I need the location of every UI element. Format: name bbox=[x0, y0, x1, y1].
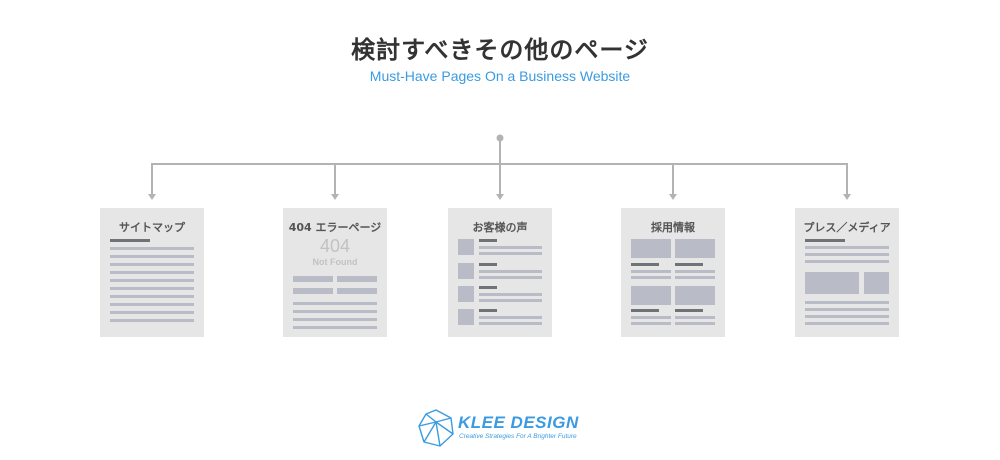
page-subtitle: Must-Have Pages On a Business Website bbox=[369, 68, 631, 84]
line-placeholder bbox=[479, 252, 542, 255]
page-card-recruitment: 採用情報 bbox=[621, 208, 725, 337]
line-placeholder bbox=[805, 260, 889, 263]
line-placeholder bbox=[293, 302, 377, 305]
heading-placeholder bbox=[479, 263, 497, 266]
heading-placeholder bbox=[479, 309, 497, 312]
line-placeholder bbox=[293, 310, 377, 313]
image-placeholder bbox=[675, 239, 715, 258]
heading-placeholder bbox=[631, 309, 659, 312]
error-status: Not Found bbox=[312, 257, 358, 267]
line-placeholder bbox=[110, 247, 194, 250]
line-placeholder bbox=[675, 276, 715, 279]
line-placeholder bbox=[631, 276, 671, 279]
line-placeholder bbox=[805, 246, 889, 249]
line-placeholder bbox=[805, 253, 889, 256]
line-placeholder bbox=[110, 303, 194, 306]
card-title: お客様の声 bbox=[472, 221, 528, 234]
arrow-down-icon bbox=[148, 194, 156, 200]
line-placeholder bbox=[805, 315, 889, 318]
card-title: 採用情報 bbox=[651, 221, 695, 234]
line-placeholder bbox=[479, 316, 542, 319]
line-placeholder bbox=[631, 316, 671, 319]
line-placeholder bbox=[805, 308, 889, 311]
page-title: 検討すべきその他のページ bbox=[351, 36, 649, 64]
block-placeholder bbox=[293, 288, 333, 294]
image-placeholder bbox=[631, 286, 671, 305]
line-placeholder bbox=[479, 299, 542, 302]
avatar-placeholder bbox=[458, 239, 474, 255]
arrow-down-icon bbox=[496, 194, 504, 200]
line-placeholder bbox=[631, 270, 671, 273]
card-title: プレス／メディア bbox=[803, 221, 891, 234]
heading-placeholder bbox=[479, 239, 497, 242]
heading-placeholder bbox=[110, 239, 150, 242]
image-placeholder bbox=[864, 272, 889, 294]
avatar-placeholder bbox=[458, 263, 474, 279]
arrow-down-icon bbox=[843, 194, 851, 200]
line-placeholder bbox=[110, 319, 194, 322]
block-placeholder bbox=[293, 276, 333, 282]
heading-placeholder bbox=[675, 309, 703, 312]
line-placeholder bbox=[479, 270, 542, 273]
image-placeholder bbox=[675, 286, 715, 305]
error-code: 404 bbox=[319, 236, 351, 256]
block-placeholder bbox=[337, 288, 377, 294]
arrow-down-icon bbox=[669, 194, 677, 200]
image-placeholder bbox=[631, 239, 671, 258]
line-placeholder bbox=[675, 316, 715, 319]
line-placeholder bbox=[110, 255, 194, 258]
image-placeholder bbox=[805, 272, 859, 294]
page-card-sitemap: サイトマップ bbox=[100, 208, 204, 337]
line-placeholder bbox=[675, 322, 715, 325]
heading-placeholder bbox=[805, 239, 845, 242]
block-placeholder bbox=[337, 276, 377, 282]
logo-name: KLEE DESIGN bbox=[458, 413, 579, 432]
line-placeholder bbox=[631, 322, 671, 325]
logo-tagline: Creative Strategies For A Brighter Futur… bbox=[459, 433, 577, 440]
avatar-placeholder bbox=[458, 309, 474, 325]
klee-design-logo-icon bbox=[418, 409, 454, 447]
line-placeholder bbox=[479, 246, 542, 249]
arrow-down-icon bbox=[331, 194, 339, 200]
page-card-404: 404 エラーページ 404 Not Found bbox=[283, 208, 387, 337]
line-placeholder bbox=[479, 293, 542, 296]
line-placeholder bbox=[110, 311, 194, 314]
heading-placeholder bbox=[675, 263, 703, 266]
page-card-press-media: プレス／メディア bbox=[795, 208, 899, 337]
root-node bbox=[496, 134, 504, 142]
card-title: サイトマップ bbox=[119, 221, 185, 234]
line-placeholder bbox=[675, 270, 715, 273]
line-placeholder bbox=[110, 271, 194, 274]
line-placeholder bbox=[479, 322, 542, 325]
line-placeholder bbox=[293, 318, 377, 321]
heading-placeholder bbox=[631, 263, 659, 266]
line-placeholder bbox=[805, 301, 889, 304]
line-placeholder bbox=[110, 263, 194, 266]
line-placeholder bbox=[805, 322, 889, 325]
line-placeholder bbox=[479, 276, 542, 279]
avatar-placeholder bbox=[458, 286, 474, 302]
line-placeholder bbox=[293, 326, 377, 329]
line-placeholder bbox=[110, 295, 194, 298]
line-placeholder bbox=[110, 279, 194, 282]
heading-placeholder bbox=[479, 286, 497, 289]
card-title: 404 エラーページ bbox=[288, 221, 382, 234]
page-card-testimonials: お客様の声 bbox=[448, 208, 552, 337]
line-placeholder bbox=[110, 287, 194, 290]
